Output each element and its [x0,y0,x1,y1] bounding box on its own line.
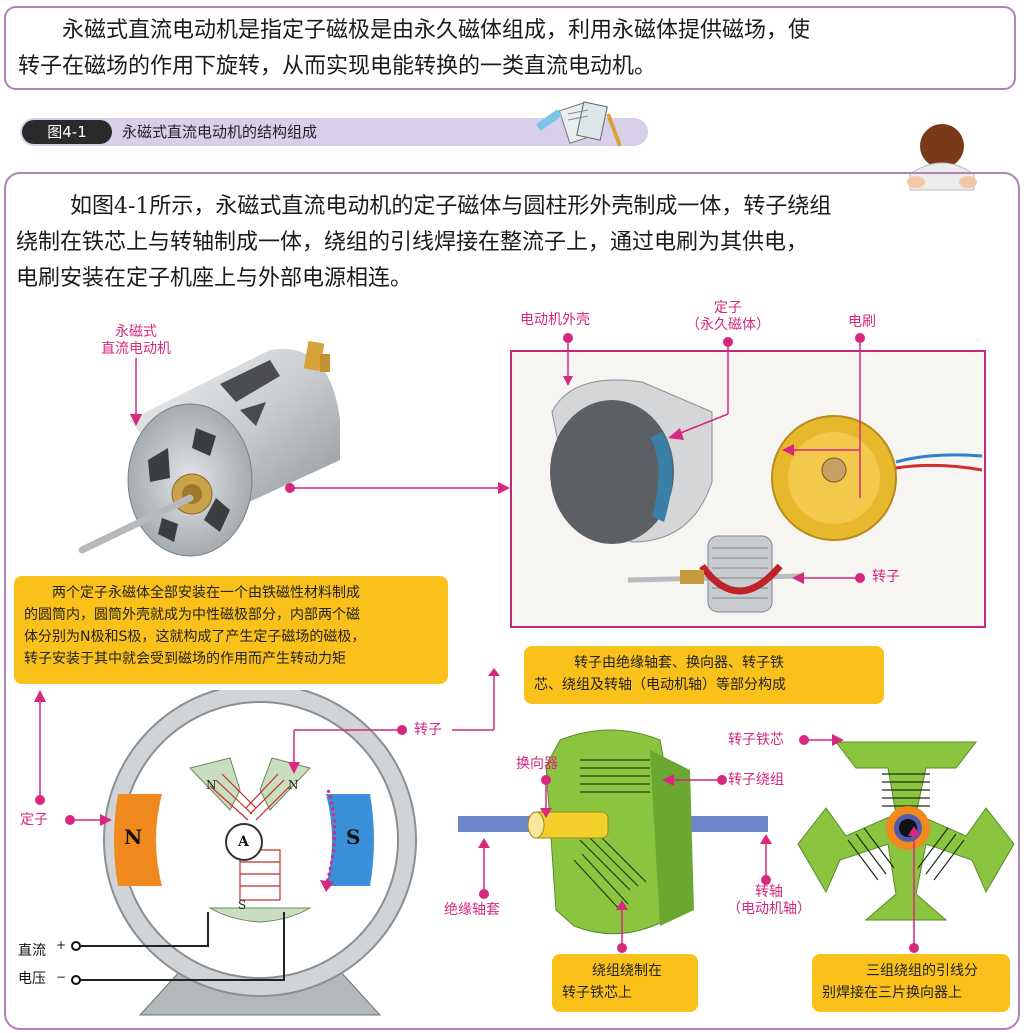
insulating-sleeve-label: 绝缘轴套 [444,902,500,918]
brush-label: 电刷 [848,314,876,330]
leads-note-line-1: 三组绕组的引线分 [866,963,978,979]
rotor-diagram-label: 转子 [414,722,442,738]
stator-note: 两个定子永磁体全部安装在一个由铁磁性材料制成 的圆筒内，圆筒外壳就成为中性磁极部… [14,576,448,684]
housing-pointer [563,333,573,386]
terminals [71,941,81,985]
intro-box: 永磁式直流电动机是指定子磁极是由永久磁体组成，利用永磁体提供磁场，使 转子在磁场… [4,6,1016,90]
winding-note-pointer [616,900,628,953]
intro-line-1: 永磁式直流电动机是指定子磁极是由永久磁体组成，利用永磁体提供磁场，使 [62,18,811,43]
winding-note-line-2: 转子铁芯上 [562,985,632,1001]
body-line-3: 电刷安装在定子机座上与外部电源相连。 [16,266,413,291]
motor-illustration [78,340,340,557]
shaft-pointer [760,834,772,885]
rotor-assembly-diagram [458,729,768,935]
motor-pointer [130,358,142,426]
stator-diagram-label: 定子 [20,812,48,828]
dc-minus: − [56,970,67,984]
leads-pointer [908,826,920,953]
rotor-pole-n2: N [288,778,299,792]
rotor-winding-pointer [662,774,727,786]
stationery-icon [536,101,622,147]
disassembled-photo [510,350,986,628]
winding-note-line-1: 绕组绕制在 [592,963,662,979]
south-pole-letter: S [346,825,361,849]
leads-note-line-2: 别焊接在三片换向器上 [822,985,962,1001]
brush-pointer [782,333,865,498]
voltage-label: 电压 [18,971,46,987]
commutator-pointer [540,775,552,818]
commutator-label: 换向器 [516,756,558,772]
dc-label: 直流 [18,943,46,959]
figure-title: 永磁式直流电动机的结构组成 [122,123,318,141]
shaft-label-line-2: （电动机轴） [727,901,811,917]
stator-photo-label-line-2: （永久磁体） [686,317,770,333]
rotor-note: 转子由绝缘轴套、换向器、转子铁 芯、绕组及转轴（电动机轴）等部分构成 [524,646,884,704]
figure-tag: 图4-1 [22,120,112,144]
rotor-pole-s: S [238,898,247,912]
stator-photo-label-line-1: 定子 [714,300,742,316]
stator-note-line-1: 两个定子永磁体全部安装在一个由铁磁性材料制成 [52,585,360,601]
motor-label-line-1: 永磁式 [115,324,157,340]
rotor-winding-label: 转子绕组 [728,772,784,788]
shaft-label-line-1: 转轴 [755,884,783,900]
winding-note: 绕组绕制在 转子铁芯上 [552,954,698,1012]
stator-note-line-2: 的圆筒内，圆筒外壳就成为中性磁极部分，内部两个磁 [24,607,360,623]
main-box [4,172,1020,1030]
rotor-diagram-pointer [288,668,500,774]
rotor-core-pointer [799,734,844,746]
cross-section-diagram [80,690,417,1016]
body-line-2: 绕制在铁芯上与转轴制成一体，绕组的引线焊接在整流子上，通过电刷为其供电， [16,230,809,255]
stator-pointer [668,337,733,440]
north-pole-letter: N [124,825,143,849]
body-line-1: 如图4-1所示，永磁式直流电动机的定子磁体与圆柱形外壳制成一体，转子绕组 [70,194,832,219]
armature-letter: A [238,834,249,850]
rotor-photo-label: 转子 [872,569,900,585]
rotor-photo-pointer [792,572,865,584]
link-arrow [285,482,510,494]
stator-note-line-3: 体分别为N极和S极，这就构成了产生定子磁场的磁极， [24,629,366,645]
reader-icon [907,124,977,191]
shaft-label: 转轴 （电动机轴） [714,884,824,918]
stator-photo-label: 定子 （永久磁体） [668,300,788,334]
dc-plus: + [56,938,67,952]
rotor-core-diagram [797,741,1015,921]
motor-label: 永磁式 直流电动机 [86,324,186,358]
disassembled-parts [550,379,983,613]
sleeve-pointer [478,838,490,899]
intro-line-2: 转子在磁场的作用下旋转，从而实现电能转换的一类直流电动机。 [18,54,657,79]
rotor-note-line-1: 转子由绝缘轴套、换向器、转子铁 [574,655,784,671]
rotor-core-label: 转子铁芯 [728,732,784,748]
motor-label-line-2: 直流电动机 [101,341,171,357]
housing-label: 电动机外壳 [520,312,590,328]
leads-note: 三组绕组的引线分 别焊接在三片换向器上 [812,954,1010,1012]
rotor-note-line-2: 芯、绕组及转轴（电动机轴）等部分构成 [534,677,786,693]
rotor-pole-n1: N [206,778,217,792]
stator-note-line-4: 转子安装于其中就会受到磁场的作用而产生转动力矩 [24,651,346,667]
stator-diagram-pointer [34,690,112,826]
